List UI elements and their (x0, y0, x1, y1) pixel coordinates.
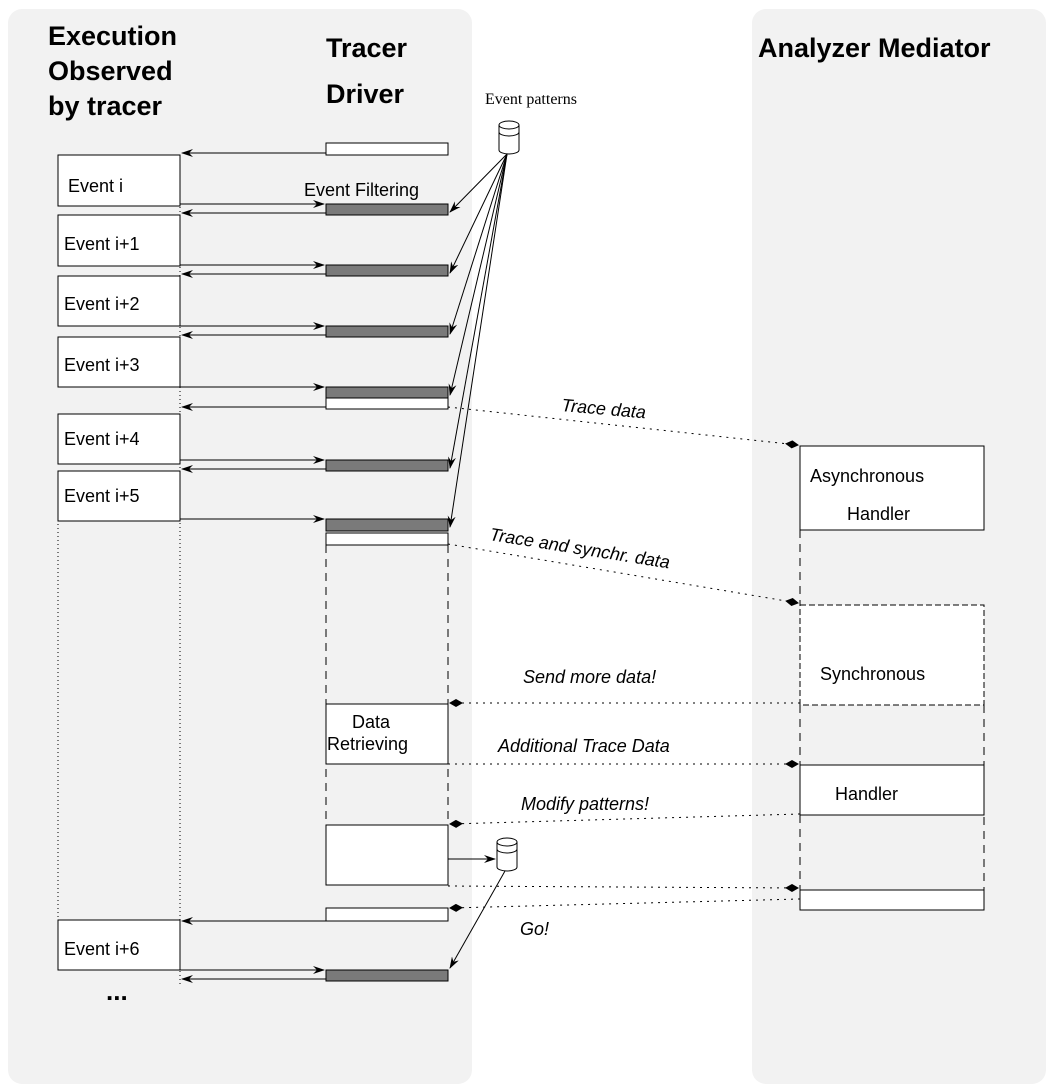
title-execution-line3: by tracer (48, 91, 163, 121)
title-analyzer: Analyzer Mediator (758, 33, 991, 63)
event-label: Event i+5 (64, 486, 140, 506)
message-trace-sync: Trace and synchr. data (488, 524, 671, 572)
async-handler-box (799, 445, 985, 531)
data-retrieving-line1: Data (352, 712, 391, 732)
control-arrow (180, 149, 496, 983)
event-label: Event i+3 (64, 355, 140, 375)
title-tracer-line1: Tracer (326, 33, 408, 63)
sync-handler-box (799, 604, 985, 911)
async-handler-line1: Asynchronous (810, 466, 924, 486)
event-filtering-label: Event Filtering (304, 180, 419, 200)
title-tracer-line2: Driver (326, 79, 405, 109)
event-label: Event i (68, 176, 123, 196)
lifelines (57, 155, 985, 985)
database-icon (498, 120, 520, 155)
data-retrieving-line2: Retrieving (327, 734, 408, 754)
analyzer-panel (752, 9, 1046, 1084)
message-send-more: Send more data! (523, 667, 656, 687)
event-label: Event i+1 (64, 234, 140, 254)
event-label: Event i+2 (64, 294, 140, 314)
event-label: Event i+4 (64, 429, 140, 449)
ellipsis: ... (106, 976, 128, 1006)
message-additional: Additional Trace Data (497, 736, 670, 756)
pattern-arrow (447, 153, 508, 969)
message-arrow (447, 406, 801, 912)
sync-handler-label: Synchronous (820, 664, 925, 684)
event-patterns-label: Event patterns (485, 91, 577, 108)
message-modify: Modify patterns! (521, 794, 649, 814)
event-box (57, 154, 181, 971)
title-execution-line2: Observed (48, 56, 173, 86)
database-icon (496, 837, 518, 872)
message-go: Go! (520, 919, 549, 939)
event-label: Event i+6 (64, 939, 140, 959)
title-execution-line1: Execution (48, 21, 177, 51)
handler-label: Handler (835, 784, 898, 804)
async-handler-line2: Handler (847, 504, 910, 524)
message-trace-data: Trace data (561, 395, 647, 422)
tracer-activity-bar (325, 142, 449, 982)
